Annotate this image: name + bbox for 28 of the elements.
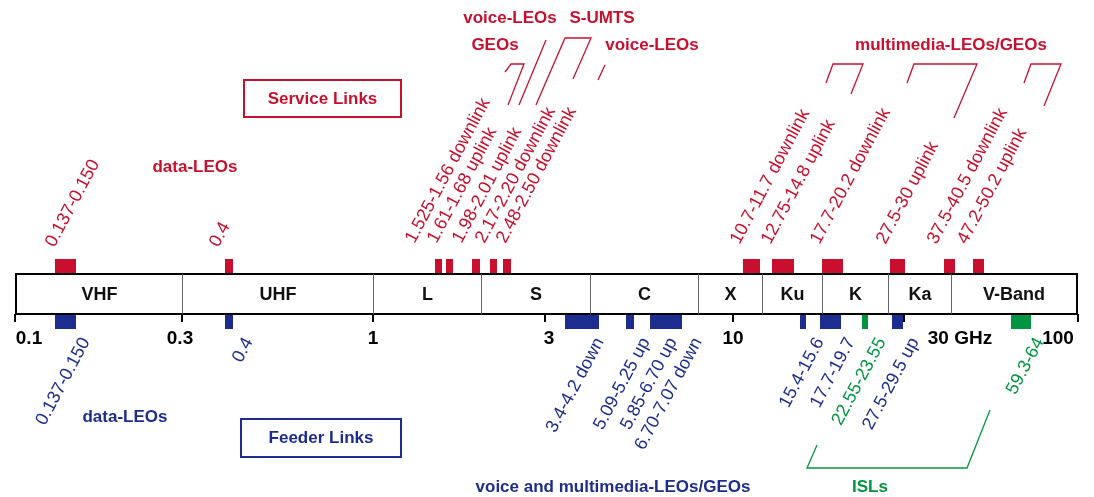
link-type-box: Service Links	[243, 79, 402, 118]
tick-label: 0.3	[166, 328, 194, 348]
group-label: voice-LEOs	[605, 35, 699, 55]
band-cell: Ku	[762, 273, 822, 315]
frequency-label: 0.4	[204, 218, 234, 250]
group-label: multimedia-LEOs/GEOs	[855, 35, 1047, 55]
group-label: voice and multimedia-LEOs/GEOs	[475, 477, 751, 497]
band-cell: Ka	[888, 273, 951, 315]
group-label: data-LEOs	[152, 157, 238, 177]
frequency-label: 0.4	[227, 334, 257, 366]
band-cell: X	[698, 273, 762, 315]
band-cell: C	[590, 273, 698, 315]
band-cell: L	[373, 273, 481, 315]
group-label: S-UMTS	[569, 8, 635, 28]
band-cell: VHF	[15, 273, 182, 315]
group-label: GEOs	[471, 35, 519, 55]
tick-label: 1	[367, 328, 379, 348]
band-cell: K	[822, 273, 888, 315]
tick-label: 30 GHz	[927, 328, 993, 348]
tick-label: 100	[1042, 328, 1074, 348]
tick-label: 3	[543, 328, 555, 348]
band-cell: V-Band	[951, 273, 1078, 315]
link-type-box: Feeder Links	[240, 418, 402, 458]
group-label: ISLs	[852, 477, 888, 497]
band-cell: UHF	[182, 273, 373, 315]
band-cell: S	[481, 273, 590, 315]
group-label: voice-LEOs	[463, 8, 557, 28]
tick-label: 10	[722, 328, 744, 348]
